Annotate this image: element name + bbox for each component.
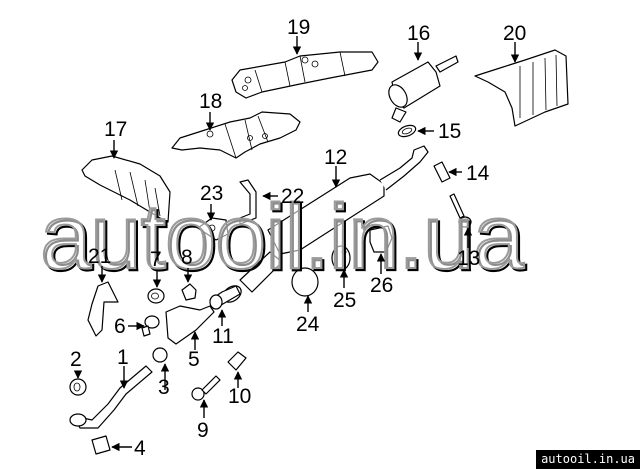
part-6-bolt[interactable]	[141, 315, 160, 337]
part-21-bracket[interactable]	[87, 281, 119, 337]
part-4-stopper[interactable]	[91, 435, 111, 455]
part-26-bracket[interactable]	[369, 225, 393, 253]
callout-3[interactable]: 3	[158, 376, 170, 399]
callout-16[interactable]: 16	[407, 22, 430, 45]
callout-22[interactable]: 22	[281, 185, 304, 208]
part-7-insulator[interactable]	[147, 288, 165, 304]
callout-20[interactable]: 20	[503, 22, 526, 45]
part-17-heat-shield[interactable]	[81, 155, 171, 223]
callout-17[interactable]: 17	[104, 118, 127, 141]
callout-14[interactable]: 14	[466, 162, 490, 185]
callout-25[interactable]: 25	[333, 289, 356, 312]
part-3-gasket[interactable]	[152, 347, 168, 363]
part-14-bushing[interactable]	[433, 161, 451, 183]
callout-2[interactable]: 2	[70, 348, 82, 371]
part-22-bracket[interactable]	[239, 179, 257, 225]
callout-10[interactable]: 10	[228, 385, 251, 408]
callout-8[interactable]: 8	[181, 246, 193, 269]
callout-1[interactable]: 1	[117, 346, 129, 369]
part-19-heat-shield[interactable]	[231, 51, 379, 99]
part-13-bolt[interactable]	[449, 193, 472, 228]
watermark-shadow: autooil.in.ua	[42, 188, 527, 290]
part-2-insulator[interactable]	[69, 378, 87, 396]
site-caption: autooil.in.ua	[536, 450, 640, 469]
callout-11[interactable]: 11	[212, 325, 234, 348]
callout-9[interactable]: 9	[197, 419, 209, 442]
callout-13[interactable]: 13	[457, 247, 480, 270]
part-1-exhaust-pipe[interactable]	[69, 365, 153, 429]
part-11-gasket[interactable]	[209, 294, 223, 310]
callout-5[interactable]: 5	[188, 348, 200, 371]
part-18-heat-shield[interactable]	[171, 111, 301, 159]
watermark: autooil.in.ua	[40, 186, 525, 288]
part-16-tail-muffler[interactable]	[385, 55, 459, 123]
callout-18[interactable]: 18	[199, 90, 222, 113]
callout-7[interactable]: 7	[150, 248, 162, 271]
callout-4[interactable]: 4	[134, 437, 146, 460]
part-15-gasket[interactable]	[397, 123, 417, 139]
part-8-stopper[interactable]	[181, 283, 197, 301]
callouts: 1 2 3 4 5 6 7 8 9 10 11 12 13 14 15 16 1…	[70, 16, 526, 460]
part-9-bolt[interactable]	[191, 375, 221, 401]
callout-21[interactable]: 21	[88, 245, 111, 268]
callout-19[interactable]: 19	[287, 16, 310, 39]
callout-26[interactable]: 26	[370, 274, 393, 297]
part-20-heat-shield[interactable]	[474, 49, 569, 127]
callout-6[interactable]: 6	[114, 315, 126, 338]
callout-24[interactable]: 24	[296, 313, 320, 336]
part-10-bushing[interactable]	[227, 351, 247, 371]
callout-12[interactable]: 12	[324, 146, 347, 169]
callout-23[interactable]: 23	[200, 182, 223, 205]
callout-15[interactable]: 15	[438, 120, 461, 143]
leader-lines	[73, 36, 520, 452]
